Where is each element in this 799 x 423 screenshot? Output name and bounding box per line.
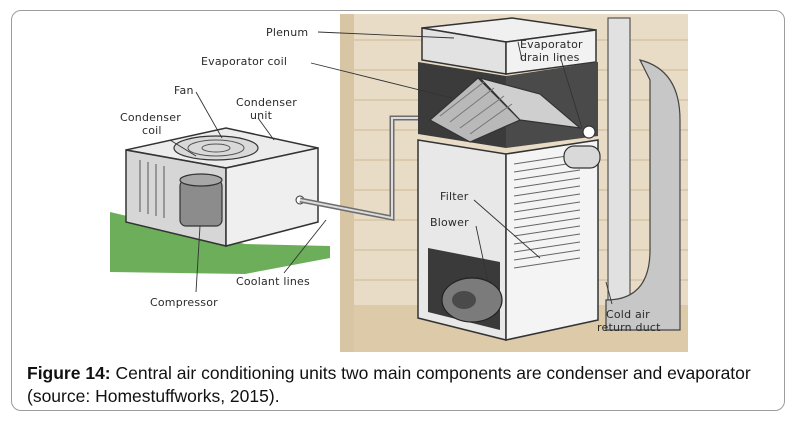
label-filter: Filter	[440, 190, 469, 203]
label-plenum: Plenum	[266, 26, 308, 39]
label-compressor: Compressor	[150, 296, 218, 309]
label-condenser-unit-1: Condenser	[236, 96, 297, 109]
label-evap-drain-1: Evaporator	[520, 38, 583, 51]
central-air-diagram: Plenum Evaporator coil Fan Condenser uni…	[110, 14, 688, 352]
label-fan: Fan	[174, 84, 194, 97]
diagram-labels: Plenum Evaporator coil Fan Condenser uni…	[120, 26, 661, 334]
label-cold-air-2: return duct	[597, 321, 661, 334]
label-blower: Blower	[430, 216, 469, 229]
label-evaporator-coil: Evaporator coil	[201, 55, 287, 68]
caption-label: Figure 14:	[27, 363, 111, 383]
caption-text: Central air conditioning units two main …	[27, 363, 751, 406]
label-coolant-lines: Coolant lines	[236, 275, 310, 288]
label-evap-drain-2: drain lines	[520, 51, 580, 64]
condenser-unit	[125, 127, 319, 247]
label-cold-air-1: Cold air	[606, 308, 650, 321]
furnace-evaporator	[417, 17, 601, 341]
leader-lines	[169, 31, 613, 305]
return-duct	[605, 17, 681, 331]
label-condenser-unit-2: unit	[250, 109, 273, 122]
label-condenser-coil-2: coil	[142, 124, 162, 137]
label-condenser-coil-1: Condenser	[120, 111, 181, 124]
figure-caption: Figure 14: Central air conditioning unit…	[27, 362, 779, 408]
